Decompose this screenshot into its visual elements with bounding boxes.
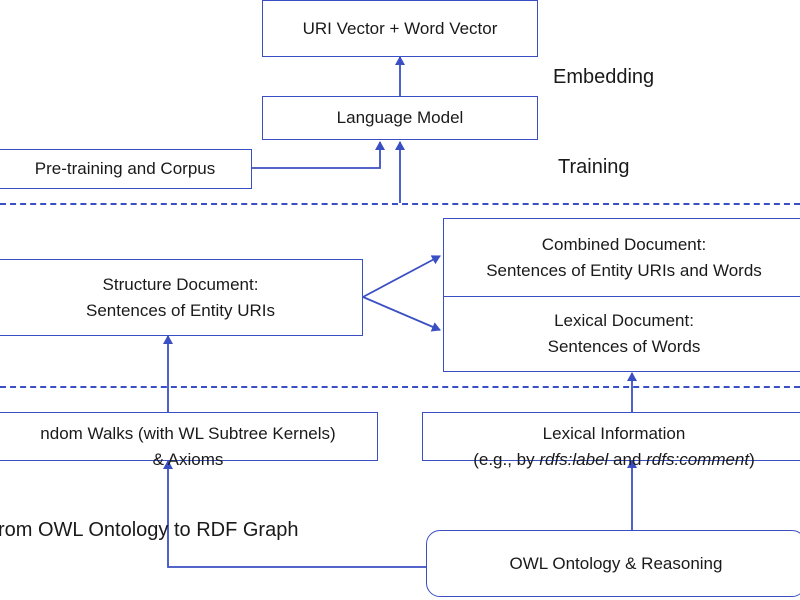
- random-walks-box: ndom Walks (with WL Subtree Kernels) & A…: [0, 412, 378, 469]
- lexical-document-box: Lexical Document: Sentences of Words: [443, 296, 800, 372]
- example-prefix: (e.g., by: [473, 450, 540, 469]
- owl-ontology-box: OWL Ontology & Reasoning: [426, 530, 800, 597]
- pretraining-corpus-text: Pre-training and Corpus: [34, 159, 216, 178]
- document-separator: [0, 386, 800, 388]
- lexical-information-example: (e.g., by rdfs:label and rdfs:comment): [473, 447, 755, 473]
- random-walks-subtitle: & Axioms: [152, 450, 224, 469]
- combined-document-box: Combined Document: Sentences of Entity U…: [443, 218, 800, 298]
- combined-document-title: Combined Document:: [541, 235, 707, 254]
- random-walks-title: ndom Walks (with WL Subtree Kernels): [40, 424, 336, 443]
- lexical-information-title: Lexical Information: [542, 424, 686, 443]
- example-suffix: ): [749, 450, 755, 469]
- structure-document-box: Structure Document: Sentences of Entity …: [0, 259, 363, 336]
- arrow-structure-to-lexical-document: [362, 296, 441, 332]
- lexical-document-subtitle: Sentences of Words: [547, 337, 701, 356]
- rdfs-label-term: rdfs:label: [539, 450, 609, 469]
- training-separator: [0, 203, 800, 205]
- combined-document-subtitle: Sentences of Entity URIs and Words: [486, 261, 762, 280]
- embedding-stage-label: Embedding: [553, 66, 655, 88]
- training-stage-label: Training: [558, 156, 630, 178]
- language-model-text: Language Model: [336, 108, 464, 127]
- uri-word-vector-box: URI Vector + Word Vector: [262, 0, 538, 57]
- lexical-information-box: Lexical Information (e.g., by rdfs:label…: [422, 412, 800, 469]
- language-model-box: Language Model: [262, 96, 538, 140]
- arrow-pretraining-to-language-model: [252, 141, 385, 169]
- arrow-owl-to-random-walks: [163, 460, 426, 568]
- uri-word-vector-text: URI Vector + Word Vector: [302, 18, 498, 38]
- owl-to-rdf-label: rom OWL Ontology to RDF Graph: [0, 519, 299, 541]
- rdfs-comment-term: rdfs:comment: [646, 450, 750, 469]
- arrow-structure-to-combined: [362, 255, 441, 298]
- example-conjunction: and: [608, 450, 647, 469]
- pretraining-corpus-box: Pre-training and Corpus: [0, 149, 252, 189]
- structure-document-subtitle: Sentences of Entity URIs: [86, 300, 275, 320]
- structure-document-title: Structure Document:: [102, 274, 259, 294]
- lexical-document-title: Lexical Document:: [554, 311, 694, 330]
- owl-ontology-text: OWL Ontology & Reasoning: [509, 553, 723, 573]
